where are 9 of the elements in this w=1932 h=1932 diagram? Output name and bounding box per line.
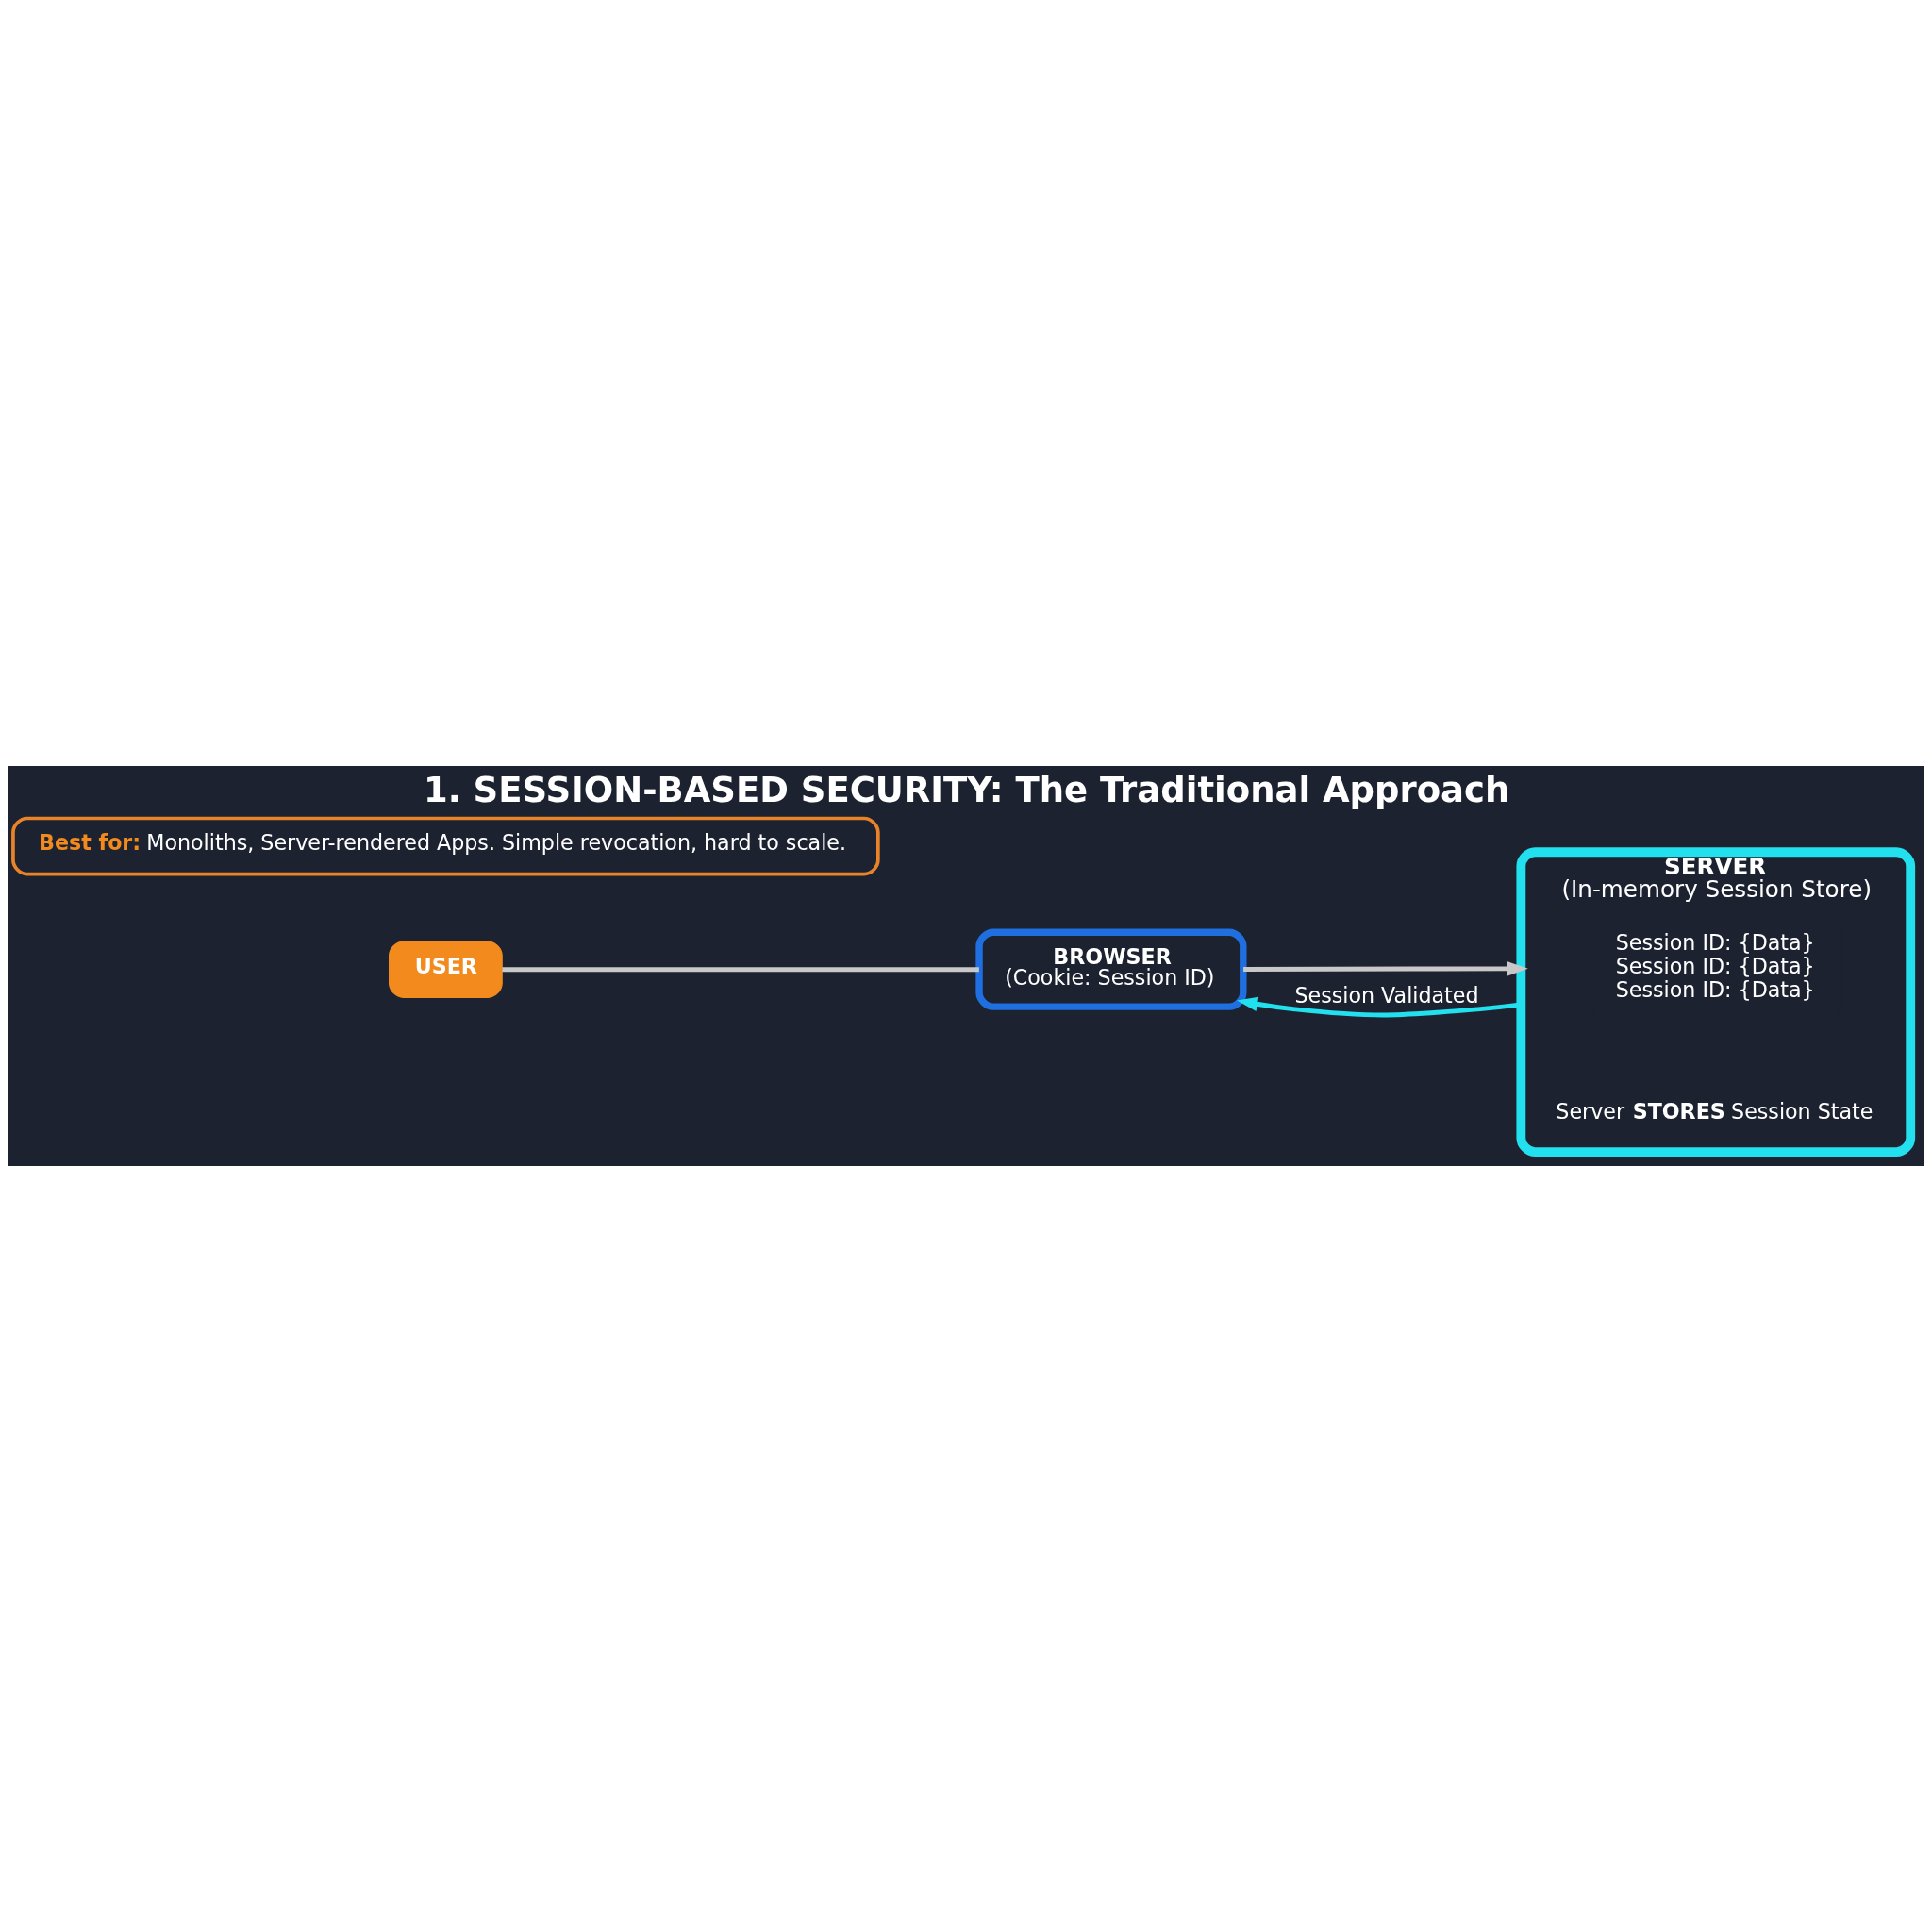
node-box: BROWSER (Cookie: Session ID) [974, 928, 1246, 1010]
node-box: USER [388, 941, 503, 998]
node-box: Best for: Monoliths, Server-rendered Apps. Simple revocation, hard to scale. [10, 816, 880, 876]
arrow [1242, 961, 1528, 976]
diagram-title: 1. SESSION-BASED SECURITY: The Traditional Approach [423, 770, 1509, 811]
connector [501, 967, 979, 973]
node-label: Server STORES Session State [1555, 1098, 1873, 1124]
node-text: Session ID: {Data} Session ID: {Data} Session ID: {Data} [1615, 930, 1815, 1002]
edge-label: Session Validated [1293, 982, 1479, 1008]
